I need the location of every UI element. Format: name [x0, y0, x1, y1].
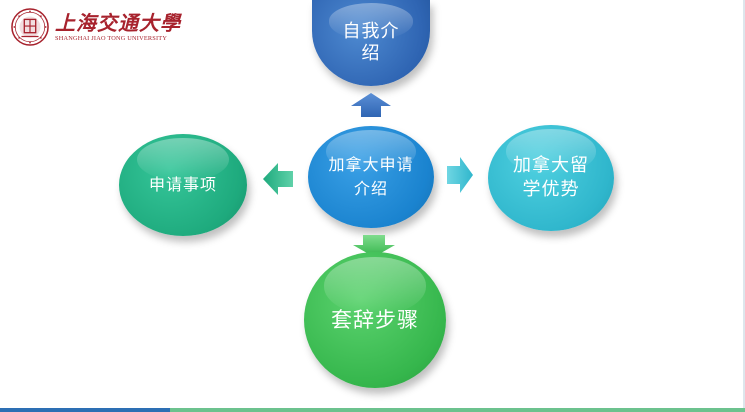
arrow-up-icon — [351, 93, 391, 117]
arrow-right-icon — [447, 157, 473, 193]
university-name: 上海交通大學 SHANGHAI JIAO TONG UNIVERSITY — [55, 12, 181, 43]
arrow-left-icon — [263, 163, 293, 195]
university-name-cn: 上海交通大學 — [55, 10, 181, 35]
footer-bar-blue — [0, 408, 170, 412]
footer-bar — [0, 408, 745, 412]
arrow-down-icon — [353, 235, 395, 257]
node-canada-study-advantages-label: 加拿大留学优势 — [513, 155, 589, 200]
node-canada-application-intro[interactable]: 加拿大申请介绍 — [308, 126, 434, 228]
node-canada-study-advantages[interactable]: 加拿大留学优势 — [488, 125, 614, 231]
node-application-matters[interactable]: 申请事项 — [119, 134, 247, 236]
footer-bar-green — [170, 408, 745, 412]
university-name-en: SHANGHAI JIAO TONG UNIVERSITY — [55, 34, 168, 42]
node-shell-steps-label: 套辞步骤 — [331, 308, 419, 332]
slide-right-edge — [743, 0, 745, 412]
university-logo: 上海交通大學 SHANGHAI JIAO TONG UNIVERSITY — [11, 8, 181, 46]
node-application-matters-label: 申请事项 — [148, 175, 217, 194]
node-shell-steps[interactable]: 套辞步骤 — [304, 252, 446, 388]
university-seal-icon — [11, 8, 49, 46]
node-self-introduction-label: 自我介绍 — [342, 21, 400, 64]
node-self-introduction[interactable]: 自我介绍 — [312, 0, 430, 86]
node-canada-application-intro-label: 加拿大申请介绍 — [328, 155, 414, 198]
